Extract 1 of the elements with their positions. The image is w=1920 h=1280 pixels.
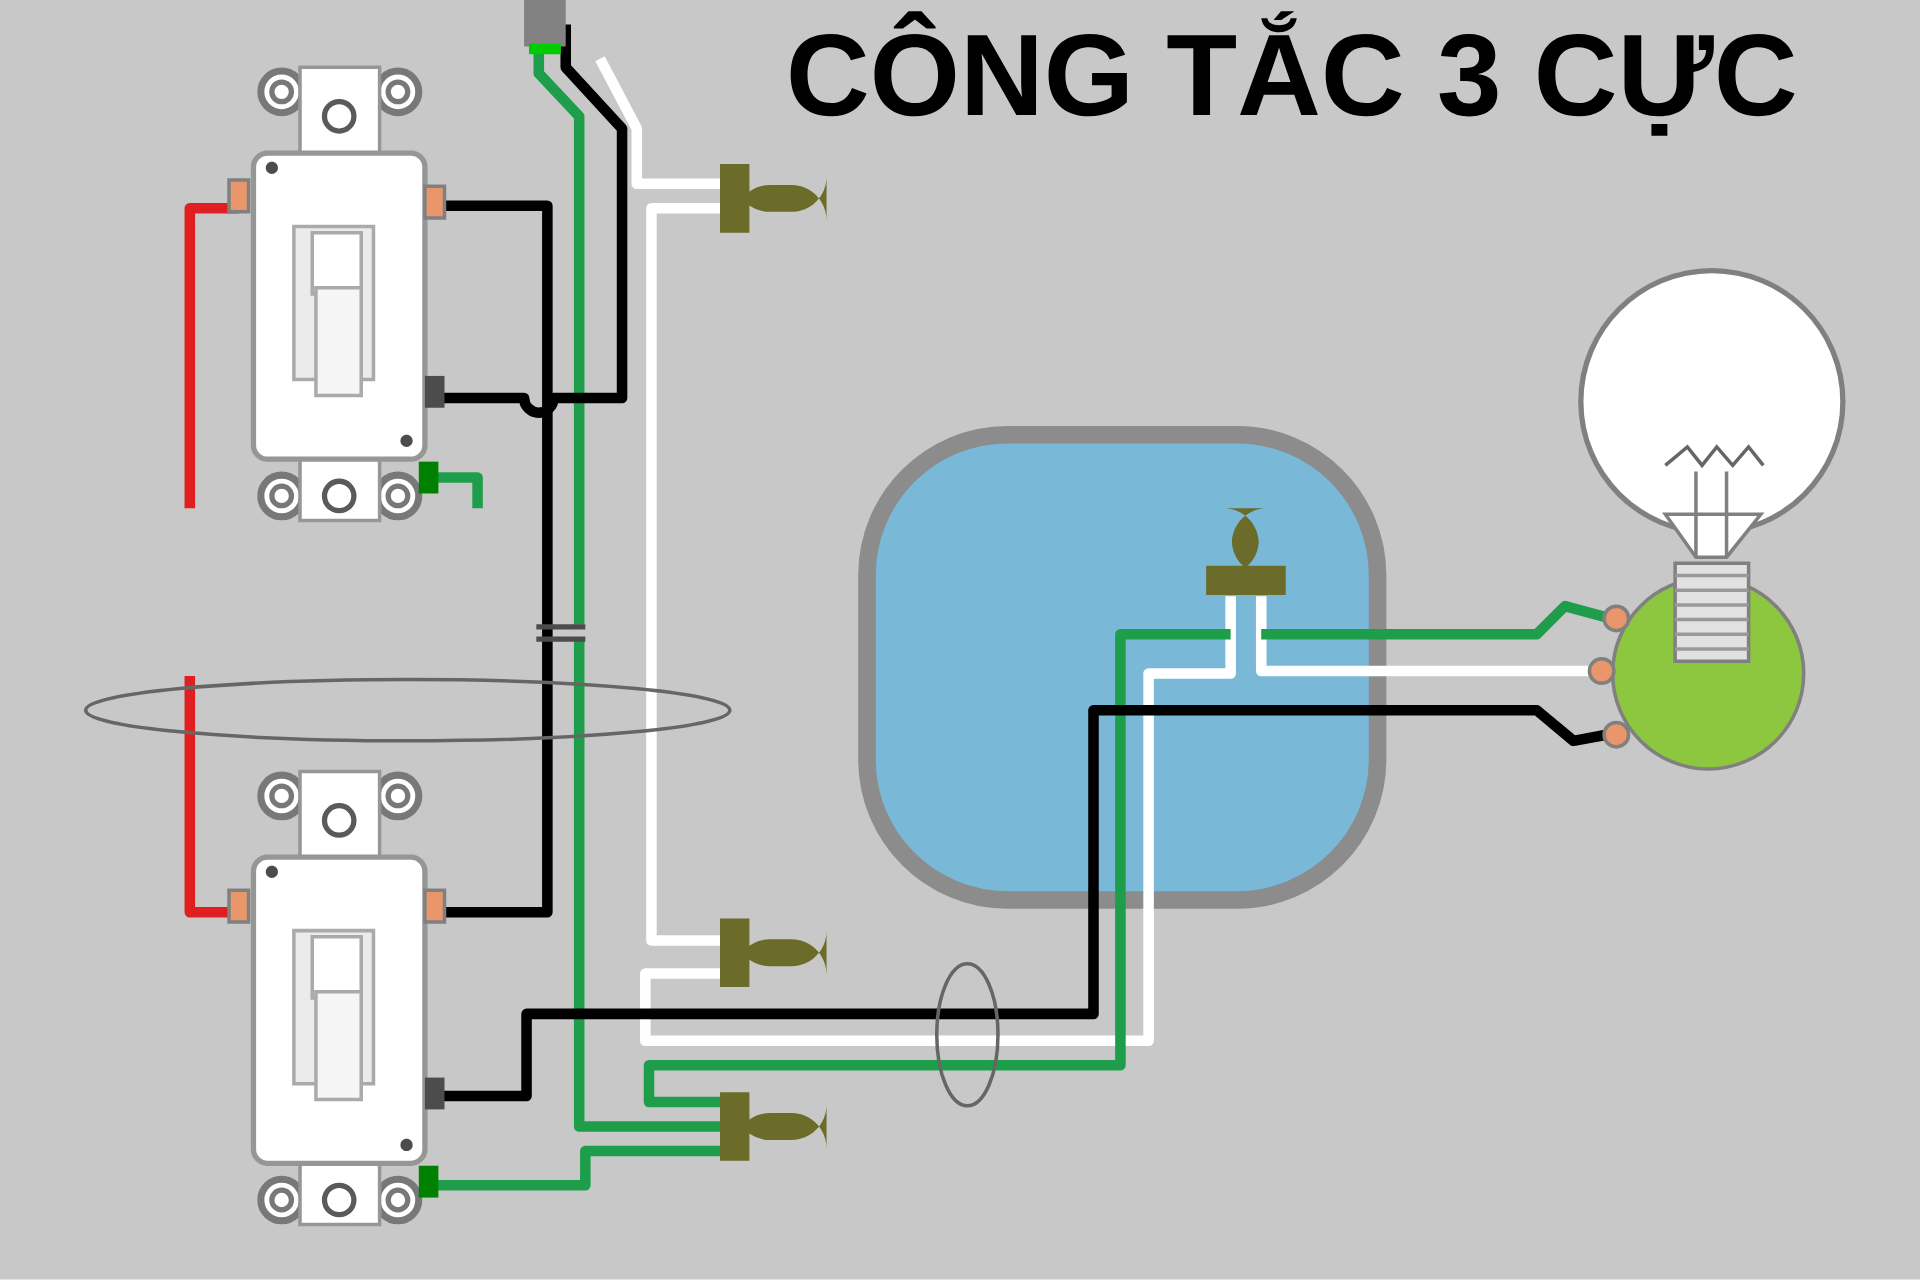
title: CÔNG TẮC 3 CỰC: [790, 11, 1795, 137]
